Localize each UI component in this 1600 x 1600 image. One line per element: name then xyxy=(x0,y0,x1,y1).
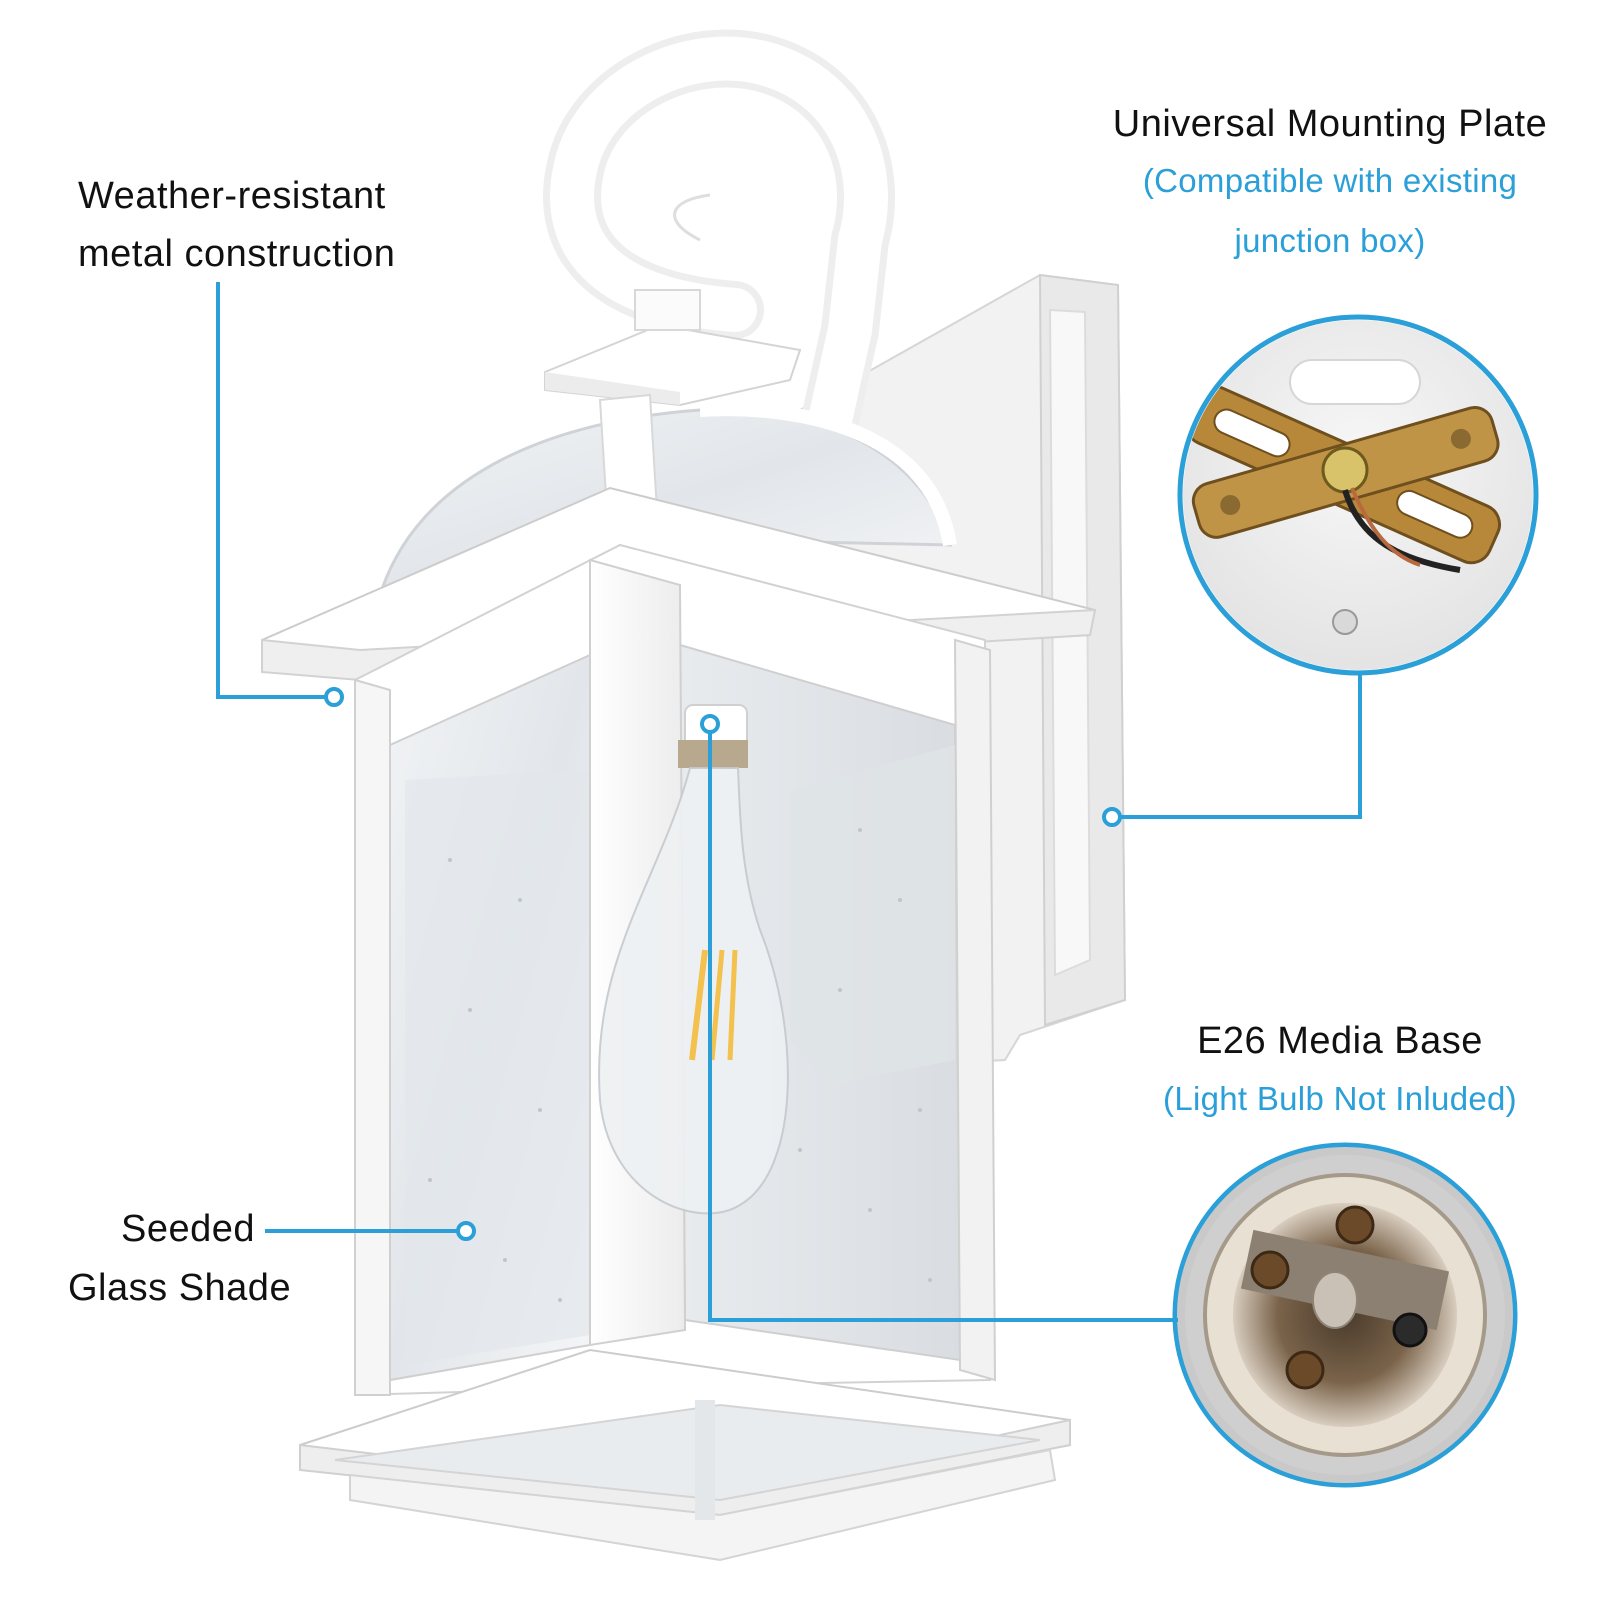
e26-base-title: E26 Media Base xyxy=(1197,1020,1483,1062)
mounting-plate-subtitle-line2: junction box) xyxy=(1234,222,1426,259)
mounting-plate-subtitle-line1: (Compatible with existing xyxy=(1142,162,1518,199)
wall-lantern-image xyxy=(261,29,1127,1562)
mounting-plate-inset xyxy=(1177,314,1539,676)
construction-label-line2: metal construction xyxy=(78,233,396,275)
callout-dots xyxy=(324,687,1122,1241)
callout-lines xyxy=(216,282,1362,1322)
glass-shade-label-line1: Seeded xyxy=(120,1208,255,1250)
mounting-plate-title: Universal Mounting Plate xyxy=(1112,103,1548,145)
e26-base-subtitle: (Light Bulb Not Inluded) xyxy=(1163,1080,1517,1117)
construction-label-line1: Weather-resistant xyxy=(78,175,386,217)
glass-shade-label-line2: Glass Shade xyxy=(68,1267,292,1309)
socket-inset xyxy=(1172,1142,1518,1488)
